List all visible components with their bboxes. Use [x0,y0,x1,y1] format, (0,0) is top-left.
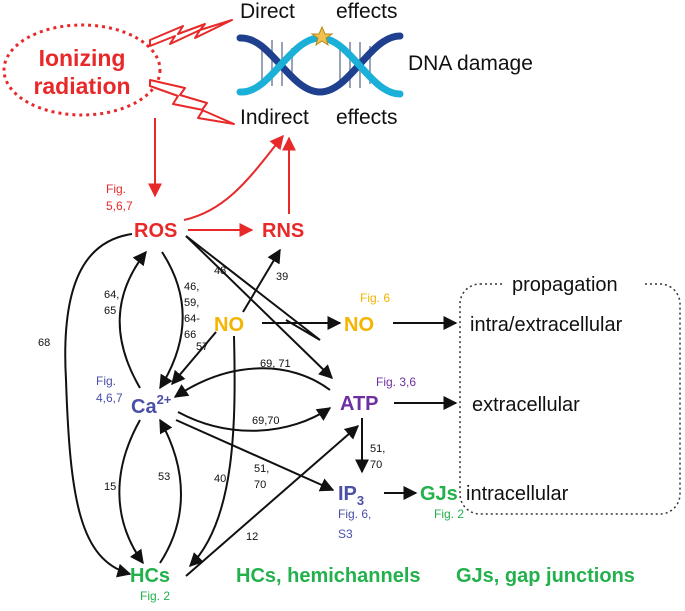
no-fig-ref: Fig. 6 [360,291,390,305]
arrow-no-to-hcs [189,335,236,567]
edge-label-46-d: 66 [184,329,196,341]
arrow-ca-to-ros-left [118,250,147,389]
arrow-ca-to-atp-lower [177,407,332,432]
dna-helix-icon [236,32,404,98]
gjs-fig-ref: Fig. 2 [434,507,464,521]
effects-bottom-label: effects [336,106,397,129]
node-rns: RNS [262,220,304,242]
node-hcs: HCs [130,565,170,587]
edge-label-64-65-a: 64, [104,289,119,301]
damage-star-icon [310,25,334,47]
node-atp: ATP [340,393,379,415]
edge-label-53: 53 [158,471,170,483]
ionizing-label-2: radiation [33,73,130,99]
propagation-intra: intracellular [466,483,569,505]
ca-fig-ref-2: 4,6,7 [96,391,123,405]
legend-hcs: HCs, hemichannels [236,565,421,587]
indirect-label: Indirect [240,106,309,129]
lightning-bolt-upper-icon [149,19,233,47]
edge-label-40: 40 [214,473,226,485]
edge-label-51-70-b: 70 [370,459,382,471]
hcs-fig-ref: Fig. 2 [140,589,170,603]
edge-label-69-71: 69, 71 [260,358,291,370]
node-gjs: GJs [420,483,458,505]
edge-label-46-c: 64- [184,313,200,325]
ca-fig-ref-1: Fig. [96,374,116,388]
arrow-hcs-to-ca [159,418,182,564]
edge-label-48: 48 [214,265,226,277]
arrow-ros-to-hcs [64,233,133,578]
edge-label-12: 12 [246,531,258,543]
arrow-hcs-to-atp [185,425,360,577]
legend-gjs: GJs, gap junctions [456,565,635,587]
arrow-ros-to-atp [185,235,334,379]
arrow-ros-to-ca-right [159,251,184,390]
arrow-ros-to-ip3 [185,235,321,341]
node-ros: ROS [134,220,177,242]
ros-fig-ref-1: Fig. [106,182,126,196]
effects-top-label: effects [336,0,397,23]
ionizing-radiation-ellipse [2,23,162,117]
propagation-extra: extracellular [472,394,580,416]
arrow-no-to-rns [242,248,281,313]
propagation-title: propagation [512,274,618,296]
edge-label-68: 68 [38,337,50,349]
edge-label-57: 57 [196,341,208,353]
arrow-ros-to-indirect [183,134,284,221]
atp-fig-ref: Fig. 3,6 [376,375,416,389]
ip3-fig-ref-2: S3 [338,527,353,541]
edge-label-46-a: 46, [184,281,199,293]
arrow-atp-to-ca-upper [173,367,331,398]
edge-label-51-70-lower-b: 70 [254,479,266,491]
ip3-fig-ref-1: Fig. 6, [338,507,371,521]
edge-label-51-70-lower-a: 51, [254,463,269,475]
edge-label-39: 39 [276,271,288,283]
propagation-intra-extra: intra/extracellular [470,314,623,336]
ionizing-label-1: Ionizing [39,45,126,71]
node-no-right: NO [344,314,374,336]
arrow-ca-to-ip3 [175,419,335,492]
direct-label: Direct [240,0,295,23]
edge-label-46-b: 59, [184,297,199,309]
arrow-no-to-ca [171,331,217,386]
edge-label-69-70: 69,70 [252,415,280,427]
dna-damage-label: DNA damage [408,52,533,75]
node-ip3: IP3 [338,483,364,508]
edge-label-51-70-a: 51, [370,443,385,455]
node-ca: Ca2+ [131,392,172,418]
edge-label-64-65-b: 65 [104,305,116,317]
ros-fig-ref-2: 5,6,7 [106,199,133,213]
lightning-bolt-lower-icon [149,79,235,125]
edge-label-15: 15 [104,481,116,493]
arrow-ca-to-hcs [118,419,144,565]
propagation-title-bg [504,272,644,296]
node-no-left: NO [214,314,244,336]
